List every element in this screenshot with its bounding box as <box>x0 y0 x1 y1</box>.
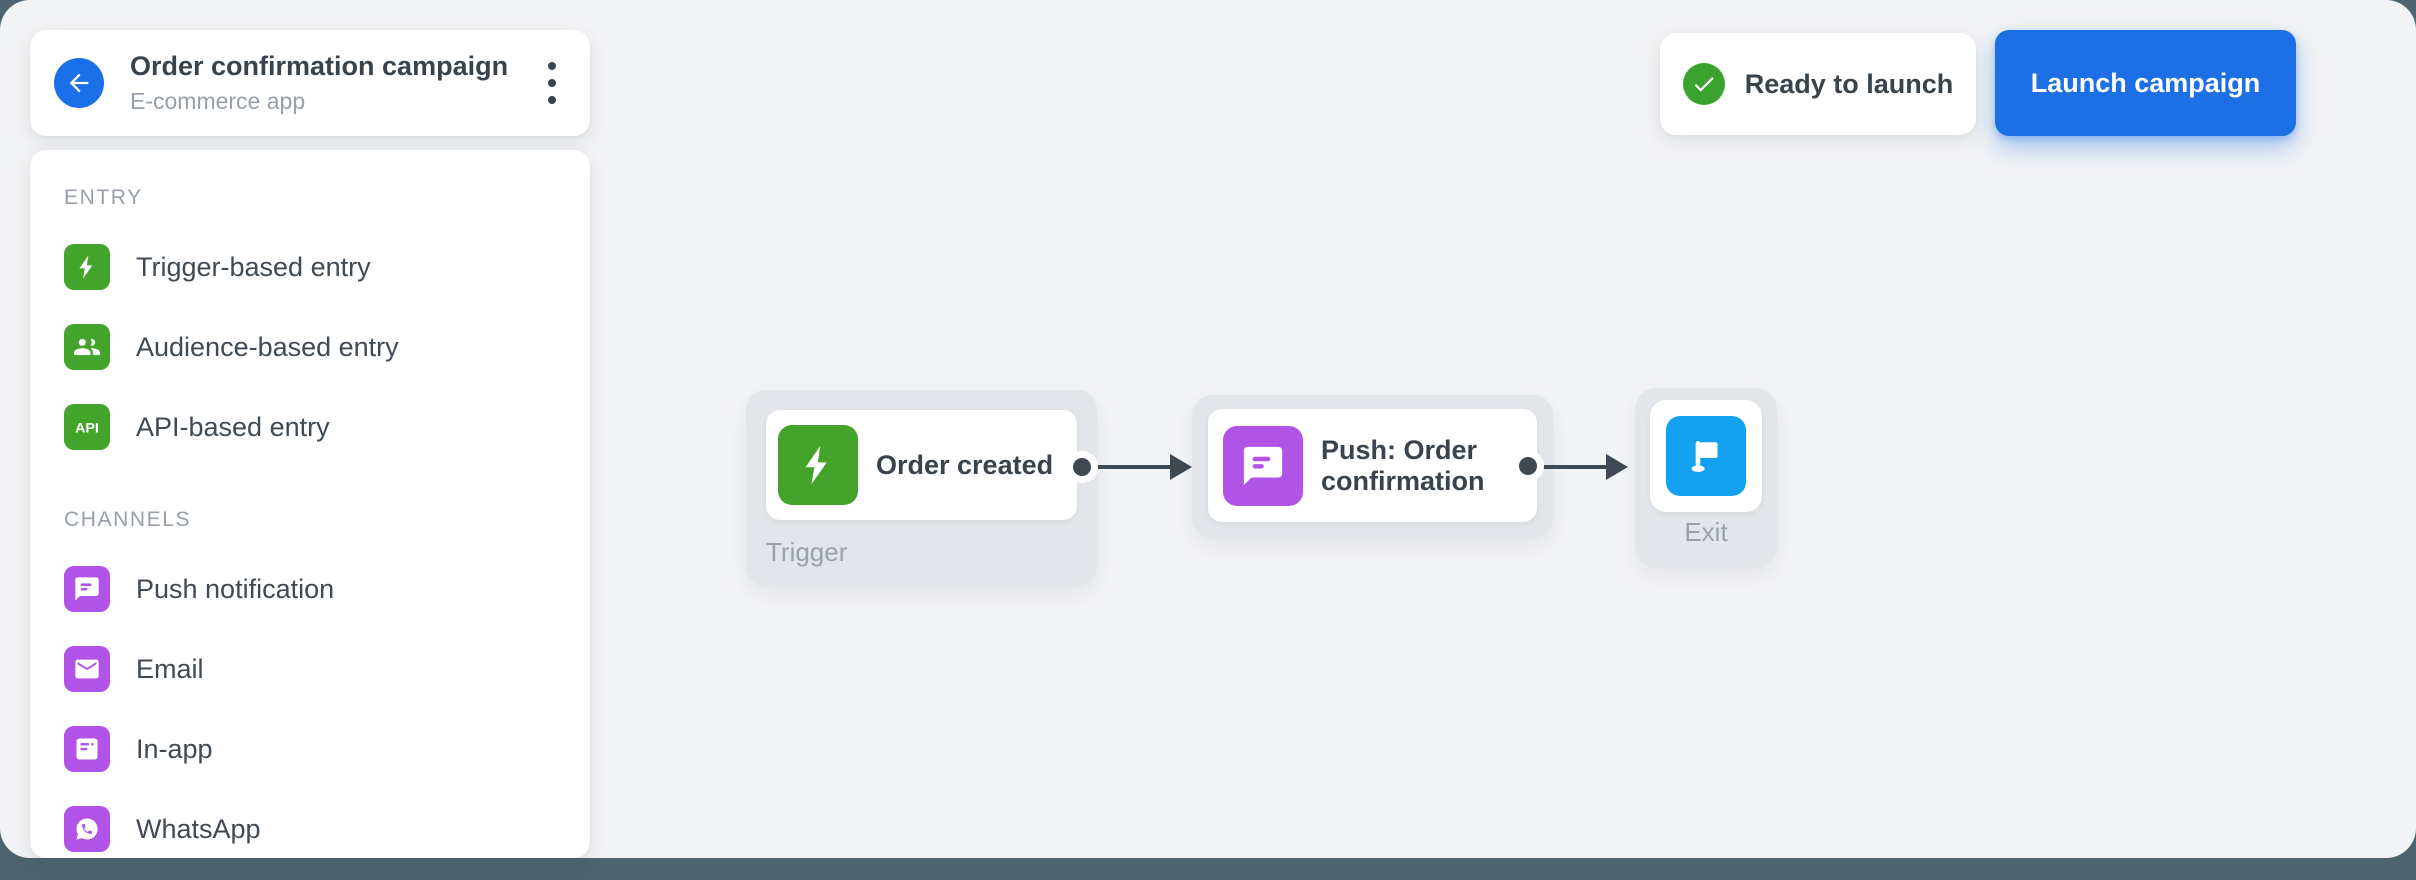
audience-icon <box>64 324 110 370</box>
push-notification-icon <box>64 566 110 612</box>
sidebar-item-email[interactable]: Email <box>64 646 556 692</box>
exit-node-type-label: Exit <box>1684 517 1728 547</box>
status-label: Ready to launch <box>1744 68 1954 99</box>
connector-port-dot[interactable] <box>1073 458 1091 476</box>
connector-arrowhead-icon <box>1170 454 1192 480</box>
sidebar-section-entry: ENTRY <box>64 186 143 209</box>
sidebar-item-label: Trigger-based entry <box>136 251 371 282</box>
connector-arrowhead-icon <box>1606 454 1628 480</box>
whatsapp-icon <box>64 806 110 852</box>
trigger-node-type-label: Trigger <box>766 537 848 567</box>
sidebar-item-push-notification[interactable]: Push notification <box>64 566 556 612</box>
exit-node-card[interactable] <box>1650 400 1762 512</box>
kebab-menu-icon[interactable] <box>538 54 566 112</box>
sidebar-item-trigger-based-entry[interactable]: Trigger-based entry <box>64 244 556 290</box>
sidebar-item-api-based-entry[interactable]: API API-based entry <box>64 404 556 450</box>
campaign-title: Order confirmation campaign <box>130 50 509 81</box>
sidebar-section-channels: CHANNELS <box>64 508 192 531</box>
push-notification-icon <box>1223 425 1303 506</box>
sidebar-item-label: Push notification <box>136 573 335 604</box>
push-node-card[interactable]: Push: Order confirmation <box>1208 409 1537 522</box>
connector-line <box>1090 465 1174 469</box>
campaign-header-card: Order confirmation campaign E-commerce a… <box>30 30 590 136</box>
back-button[interactable] <box>54 58 104 108</box>
app-surface: Order confirmation campaign E-commerce a… <box>0 0 2416 858</box>
push-node: Push: Order confirmation <box>1192 395 1553 538</box>
sidebar-item-audience-based-entry[interactable]: Audience-based entry <box>64 324 556 370</box>
sidebar: ENTRY Trigger-based entry Audience-based… <box>30 150 590 858</box>
trigger-node-card[interactable]: Order created <box>766 410 1077 520</box>
sidebar-item-label: Audience-based entry <box>136 331 399 362</box>
trigger-node-title: Order created <box>876 449 1054 480</box>
sidebar-item-whatsapp[interactable]: WhatsApp <box>64 806 556 852</box>
sidebar-item-label: WhatsApp <box>136 813 261 844</box>
status-badge: Ready to launch <box>1660 33 1976 135</box>
check-circle-icon <box>1682 63 1725 105</box>
launch-campaign-button[interactable]: Launch campaign <box>1995 30 2296 136</box>
email-icon <box>64 646 110 692</box>
sidebar-item-label: API-based entry <box>136 411 330 442</box>
svg-text:API: API <box>75 421 99 437</box>
arrow-left-icon <box>65 69 93 97</box>
exit-node: Exit <box>1635 388 1777 568</box>
campaign-header-text: Order confirmation campaign E-commerce a… <box>130 51 538 115</box>
sidebar-item-label: Email <box>136 653 204 684</box>
lightning-icon <box>64 244 110 290</box>
connector-line <box>1537 465 1610 469</box>
campaign-subtitle: E-commerce app <box>130 88 306 115</box>
flag-icon <box>1666 416 1746 496</box>
push-node-title: Push: Order confirmation <box>1321 434 1485 496</box>
trigger-node: Order created Trigger <box>746 390 1097 586</box>
sidebar-item-in-app[interactable]: In-app <box>64 726 556 772</box>
connector-port-dot[interactable] <box>1519 457 1537 475</box>
sidebar-item-label: In-app <box>136 733 213 764</box>
api-icon: API <box>64 404 110 450</box>
in-app-icon <box>64 726 110 772</box>
lightning-icon <box>778 425 858 505</box>
